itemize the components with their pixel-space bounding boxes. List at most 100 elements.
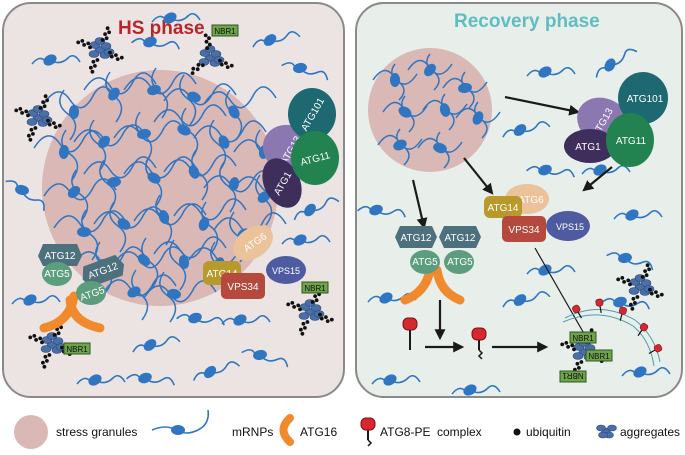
nbr1-tag-bottom: NBR1 <box>63 342 91 355</box>
svg-text:VPS15: VPS15 <box>556 222 584 232</box>
svg-text:NBR1: NBR1 <box>66 345 88 354</box>
atg12-atg5-complex-hs: ATG12 ATG5 ATG12 ATG5 <box>38 244 125 333</box>
mrnp <box>151 12 201 24</box>
pi3k-complex-recovery: ATG6 ATG14 VPS34 VPS15 <box>484 184 590 242</box>
svg-text:ATG101: ATG101 <box>627 94 664 105</box>
aggregate-upper-right <box>616 263 664 311</box>
mrnp <box>252 31 301 48</box>
free-mrnps-hs <box>5 12 340 386</box>
mrnp <box>613 209 663 221</box>
legend-ubiquitin: ubiquitin <box>513 425 571 439</box>
nbr1-tag-top: NBR1 <box>211 24 239 37</box>
mrnp <box>192 361 241 381</box>
nbr1-tag-b: NBR1 <box>585 349 613 362</box>
atg8pe-swatch <box>360 417 376 431</box>
mrnp <box>11 294 61 306</box>
svg-text:NBR1: NBR1 <box>572 334 594 343</box>
pi3k-complex-hs: ATG6 ATG14 VPS34 VPS15 <box>203 225 306 299</box>
svg-text:VPS34: VPS34 <box>508 225 540 236</box>
mrnp <box>293 197 340 221</box>
mrnp <box>241 349 289 368</box>
svg-text:complex: complex <box>437 425 482 439</box>
mrnp <box>621 366 671 378</box>
svg-text:mRNPs: mRNPs <box>232 425 273 439</box>
mrnp <box>221 314 271 326</box>
legend-atg16: ATG16 <box>279 414 337 446</box>
svg-text:ATG11: ATG11 <box>616 136 647 147</box>
mrnp <box>5 180 45 211</box>
atg12-atg5-complex-recovery: ATG12 ATG5 ATG12 ATG5 <box>395 226 481 305</box>
ubiquitin-swatch <box>513 428 521 436</box>
nbr1-tag-c: NBR1 <box>559 370 587 383</box>
mrnp <box>76 374 126 386</box>
mrnp <box>371 374 421 386</box>
granule-mrnps-recovery <box>372 53 501 169</box>
svg-text:ATG14: ATG14 <box>207 269 238 280</box>
svg-text:VPS34: VPS34 <box>227 282 259 293</box>
mrnp <box>131 36 180 50</box>
mrnp <box>595 48 638 78</box>
svg-text:ATG1: ATG1 <box>575 142 601 153</box>
aggregate-right <box>286 288 334 336</box>
svg-text:ATG6: ATG6 <box>518 195 544 206</box>
svg-text:ATG5: ATG5 <box>44 269 70 280</box>
mrnp-swatch <box>151 409 210 434</box>
atg1-complex-hs: ATG13 ATG101 ATG1 ATG11 <box>262 88 339 208</box>
mrnp <box>176 312 225 326</box>
hs-panel: HS phase NBR1 NBR1 NBR1 ATG13 ATG101 <box>2 2 345 398</box>
legend-stress-granules: stress granules <box>14 415 137 449</box>
mrnp <box>601 296 650 310</box>
svg-text:ATG14: ATG14 <box>488 203 519 214</box>
mrnp <box>502 291 551 308</box>
legend-mrnps: mRNPs <box>151 409 273 439</box>
svg-text:NBR1: NBR1 <box>304 284 326 293</box>
pathway-arrows <box>411 95 613 353</box>
svg-text:ATG12: ATG12 <box>45 251 76 262</box>
stress-granule-swatch <box>14 415 48 449</box>
svg-text:VPS15: VPS15 <box>272 266 300 276</box>
mrnp <box>126 372 175 386</box>
nbr1-tag-right: NBR1 <box>301 281 329 294</box>
svg-text:aggregates: aggregates <box>620 425 680 439</box>
svg-text:ATG5: ATG5 <box>412 257 438 268</box>
aggregate-left <box>14 94 62 142</box>
svg-text:ATG16: ATG16 <box>300 425 337 439</box>
legend: stress granules mRNPs ATG16 ATG8-PE comp… <box>14 409 680 449</box>
mrnp <box>451 384 501 396</box>
mrnp <box>606 252 654 271</box>
mrnp <box>31 54 81 66</box>
aggregate-swatch <box>596 424 617 439</box>
mrnp <box>526 66 576 78</box>
atg1-complex-recovery: ATG13 ATG101 ATG1 ATG11 <box>564 72 668 167</box>
svg-text:ATG5: ATG5 <box>447 257 473 268</box>
nbr1-tag-a: NBR1 <box>569 331 597 344</box>
hs-panel-title: HS phase <box>118 18 205 39</box>
legend-atg8pe: ATG8-PE complex <box>360 417 482 447</box>
mrnp <box>281 234 331 246</box>
recovery-panel: Recovery phase ATG13 ATG101 ATG1 ATG11 <box>355 2 683 398</box>
atg16-swatch <box>279 414 294 446</box>
svg-text:ATG12: ATG12 <box>445 233 476 244</box>
legend-aggregates: aggregates <box>596 424 680 439</box>
svg-text:NBR1: NBR1 <box>214 27 236 36</box>
svg-text:stress granules: stress granules <box>56 425 137 439</box>
phagophore <box>562 298 663 367</box>
svg-text:ubiquitin: ubiquitin <box>526 425 571 439</box>
atg8-pe-lipidated <box>471 327 487 360</box>
aggregate-topright <box>190 33 234 75</box>
aggregate-top <box>76 26 124 74</box>
svg-text:ATG8-PE: ATG8-PE <box>380 425 430 439</box>
mrnp <box>132 336 181 353</box>
mrnp <box>357 204 406 218</box>
svg-text:NBR1: NBR1 <box>562 371 584 380</box>
atg8-pe-free <box>402 317 418 350</box>
mrnp <box>526 264 576 276</box>
mrnp <box>281 62 329 81</box>
svg-text:ATG12: ATG12 <box>401 233 432 244</box>
mrnp <box>502 121 551 138</box>
mrnp <box>526 164 575 178</box>
svg-text:NBR1: NBR1 <box>588 352 610 361</box>
recovery-panel-title: Recovery phase <box>454 11 600 32</box>
free-mrnps-recovery <box>357 48 671 396</box>
